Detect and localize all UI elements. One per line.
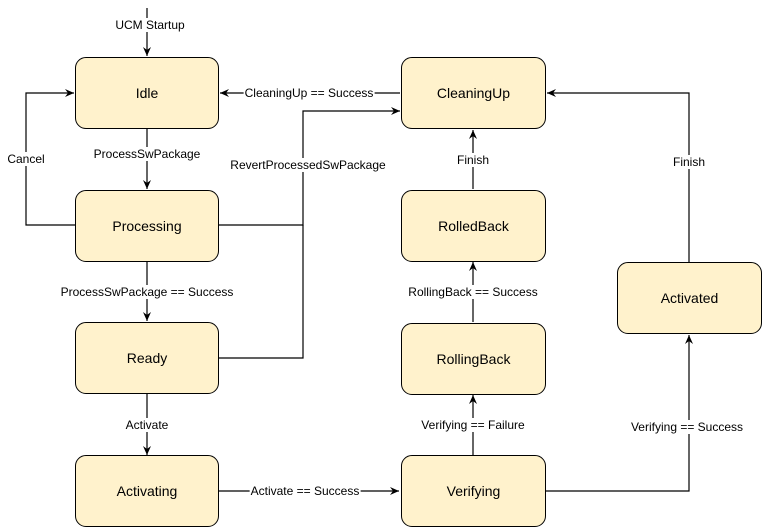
edge-activated-cleanup bbox=[547, 89, 690, 262]
edge-ready-revert bbox=[219, 225, 304, 359]
label-revert-processed: RevertProcessedSwPackage bbox=[229, 158, 387, 172]
label-finish-activated: Finish bbox=[671, 155, 707, 169]
state-rollingback: RollingBack bbox=[401, 323, 546, 395]
state-activated: Activated bbox=[617, 262, 762, 334]
state-rolledback: RolledBack bbox=[401, 190, 546, 262]
label-ucm-startup: UCM Startup bbox=[114, 18, 186, 32]
label-cleanup-success: CleaningUp == Success bbox=[243, 86, 375, 100]
label-activate-success: Activate == Success bbox=[249, 484, 361, 498]
label-process-sw-package: ProcessSwPackage bbox=[92, 147, 202, 161]
edge-verifying-activated bbox=[546, 335, 693, 492]
label-verifying-failure: Verifying == Failure bbox=[420, 418, 526, 432]
state-activating: Activating bbox=[75, 455, 219, 527]
label-activate: Activate bbox=[124, 418, 170, 432]
state-verifying: Verifying bbox=[401, 455, 546, 527]
label-process-success: ProcessSwPackage == Success bbox=[59, 285, 235, 299]
label-verifying-success: Verifying == Success bbox=[629, 420, 745, 434]
state-ready: Ready bbox=[75, 322, 219, 394]
label-finish-rolledback: Finish bbox=[455, 153, 491, 167]
state-processing: Processing bbox=[75, 190, 219, 262]
state-cleaningup: CleaningUp bbox=[401, 57, 546, 129]
state-idle: Idle bbox=[75, 57, 219, 129]
label-cancel: Cancel bbox=[6, 152, 46, 166]
label-rollingback-success: RollingBack == Success bbox=[407, 285, 539, 299]
